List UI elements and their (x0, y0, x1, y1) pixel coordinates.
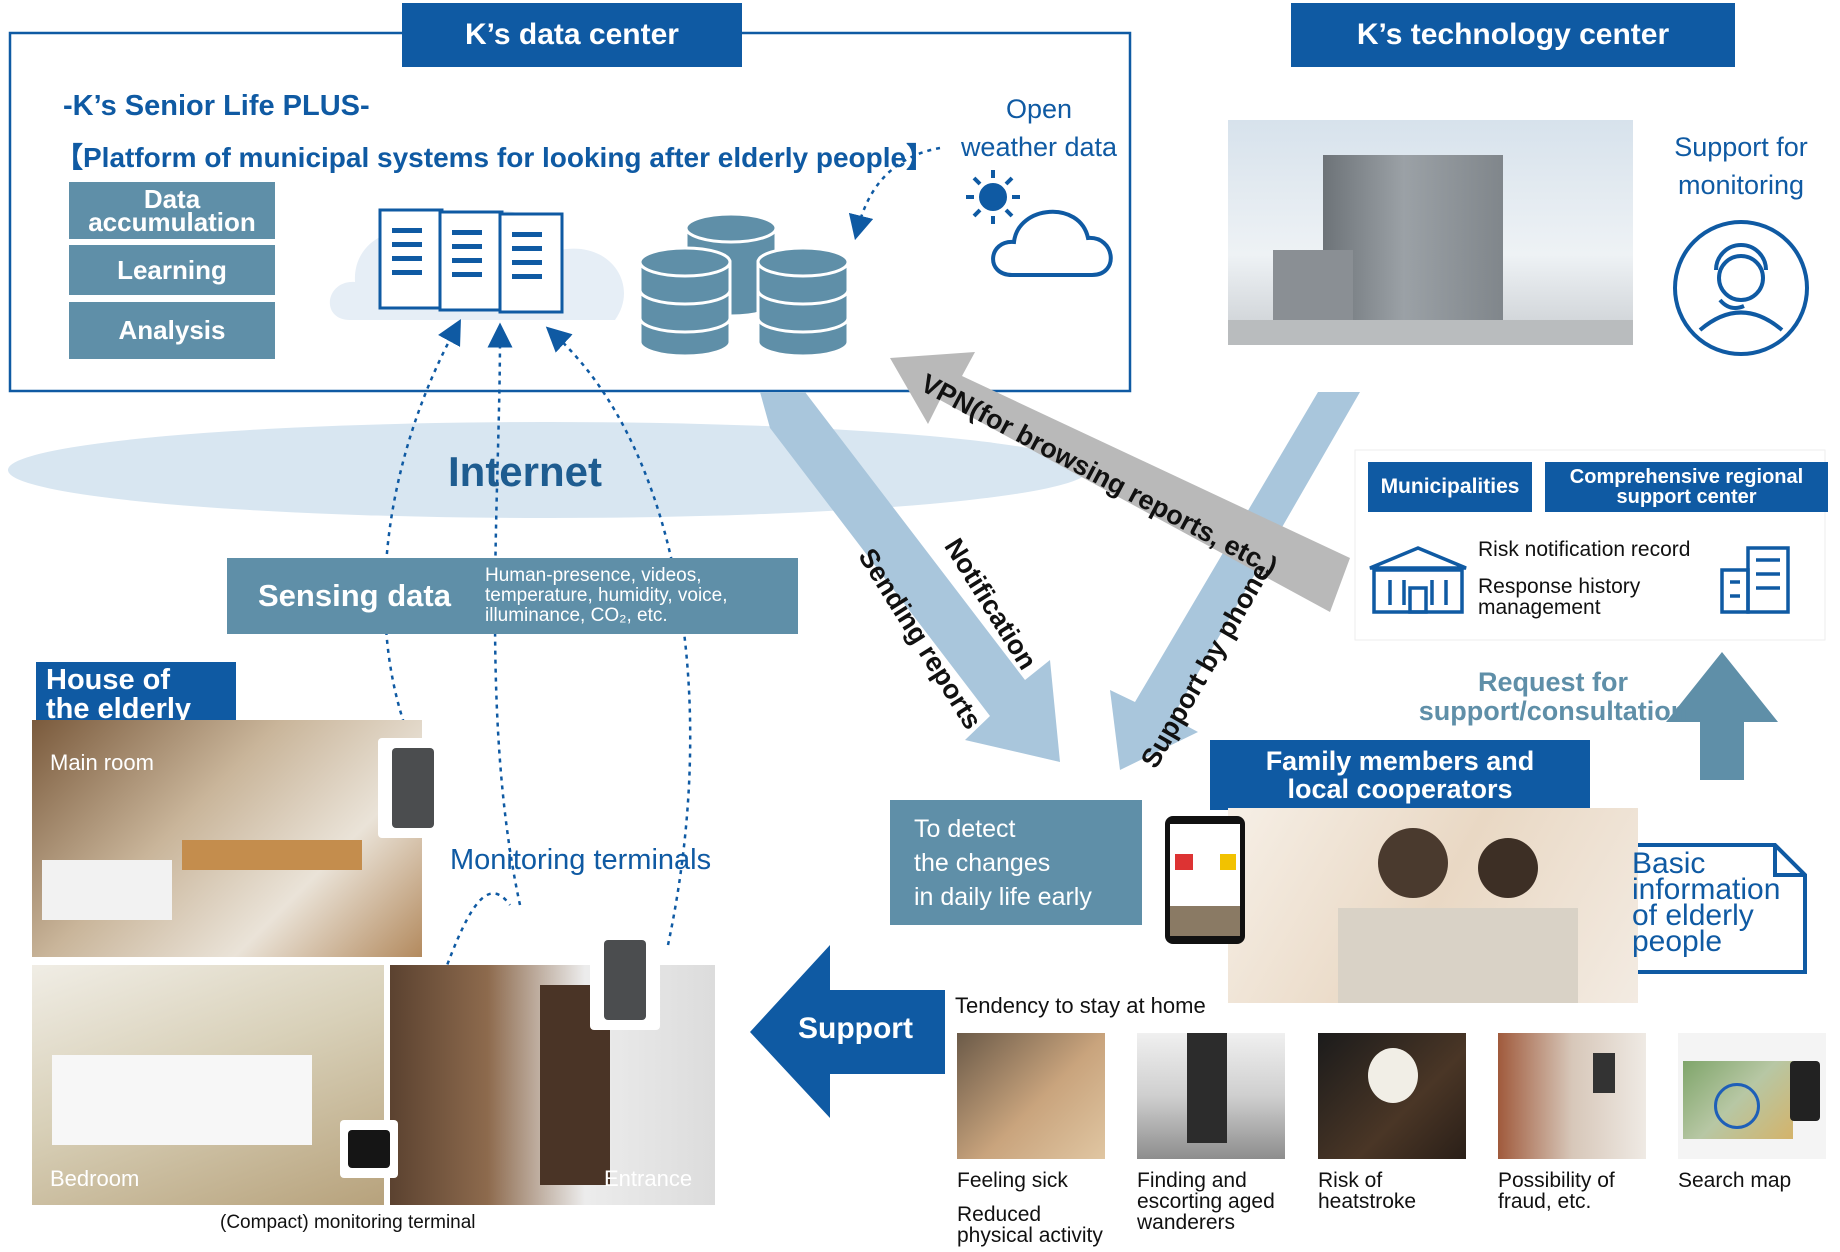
support-monitoring-label: Support for monitoring (1674, 132, 1808, 200)
function-learning: Learning (69, 245, 275, 295)
municipal-building-icon (1369, 546, 1467, 614)
case-label-heatstroke: Risk of heatstroke (1318, 1169, 1417, 1213)
family-photo (1228, 808, 1638, 1003)
support-arrow (750, 945, 945, 1118)
function-analysis: Analysis (69, 302, 275, 359)
risk-notification-record: Risk notification record (1478, 538, 1691, 561)
case-label-search-map: Search map (1678, 1169, 1792, 1192)
platform-name: -K’s Senior Life PLUS- (63, 90, 370, 122)
request-support-label: Request for support/consultation (1418, 667, 1688, 726)
detect-changes-box (890, 800, 1142, 925)
case-search-map-photo (1678, 1033, 1826, 1159)
tech-center-building-photo (1228, 120, 1633, 345)
main-room-label: Main room (50, 750, 154, 775)
sending-reports-arrow (760, 392, 1060, 762)
sensing-data-details: Human-presence, videos, temperature, hum… (485, 565, 728, 626)
headset-person-icon (1673, 220, 1809, 356)
phone-app-screen (1165, 816, 1245, 944)
bedroom-label: Bedroom (50, 1166, 140, 1191)
municipal-panel (1354, 449, 1826, 641)
function-data-accumulation: Data accumulation (69, 182, 275, 239)
family-title-badge: Family members and local cooperators (1210, 740, 1590, 810)
case-label-wanderers: Finding and escorting aged wanderers (1137, 1169, 1275, 1234)
support-label: Support (798, 1012, 913, 1045)
case-label-feeling-sick: Feeling sick (957, 1169, 1068, 1192)
compact-terminal-caption: (Compact) monitoring terminal (220, 1212, 476, 1233)
platform-description: 【Platform of municipal systems for looki… (55, 142, 935, 173)
house-title-box (36, 662, 236, 730)
tech-center-header: K’s technology center (1291, 3, 1735, 67)
case-heatstroke-photo (1318, 1033, 1466, 1159)
server-icon (378, 208, 564, 314)
basic-info-label: Basic information of elderly people (1632, 847, 1781, 958)
office-building-icon (1720, 546, 1790, 614)
sensing-data-box (227, 558, 798, 634)
case-label-fraud: Possibility of fraud, etc. (1498, 1169, 1615, 1213)
case-wanderer-photo (1137, 1033, 1285, 1159)
entrance-photo (390, 965, 715, 1205)
response-history-management: Response history management (1478, 575, 1641, 619)
weather-icon (966, 170, 1113, 277)
case-label-reduced-activity: Reduced physical activity (957, 1203, 1103, 1247)
internet-label: Internet (448, 448, 603, 495)
detect-changes-text: To detect the changes in daily life earl… (914, 815, 1092, 911)
monitoring-terminal-device (378, 738, 446, 838)
municipalities-badge: Municipalities (1368, 462, 1532, 512)
database-icon (638, 212, 850, 358)
vpn-arrow (890, 352, 1350, 612)
case-fraud-photo (1498, 1033, 1646, 1159)
entrance-label: Entrance (604, 1166, 693, 1191)
request-arrow (1666, 652, 1778, 780)
case-feeling-sick-photo (957, 1033, 1105, 1159)
bedroom-photo (32, 965, 384, 1205)
regional-center-badge: Comprehensive regional support center (1545, 462, 1828, 512)
data-center-header: K’s data center (402, 3, 742, 67)
monitoring-terminal-device (590, 930, 660, 1030)
sensing-data-title: Sensing data (258, 578, 451, 613)
tendency-label: Tendency to stay at home (955, 993, 1206, 1018)
main-room-photo (32, 720, 422, 957)
weather-label: Open weather data (960, 94, 1118, 162)
support-phone-arrow (1110, 392, 1360, 770)
monitoring-terminals-label: Monitoring terminals (450, 844, 712, 876)
compact-terminal-device (340, 1120, 398, 1178)
house-title: House of the elderly (46, 664, 192, 725)
